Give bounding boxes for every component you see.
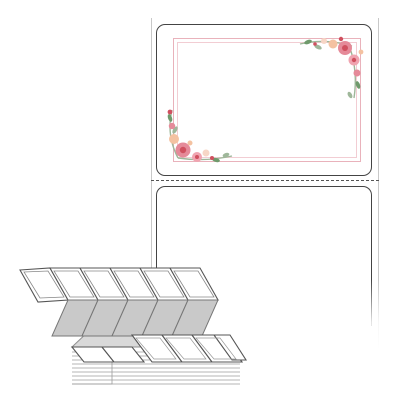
label-top: [156, 24, 372, 176]
label-row-upper: [19, 267, 219, 303]
perforation-line: [151, 180, 379, 181]
label-row-middle: [51, 299, 219, 337]
decorative-frame-outer: [173, 38, 361, 162]
label-row-lower-inner: [135, 337, 237, 360]
flower-cluster-bottom-left: [167, 109, 233, 163]
flower-cluster-top-right: [299, 36, 364, 99]
label-row-lower: [70, 334, 248, 363]
decorative-frame-inner: [177, 42, 357, 158]
label-row-upper-inner: [23, 270, 215, 299]
label-web-strip: [151, 18, 379, 348]
